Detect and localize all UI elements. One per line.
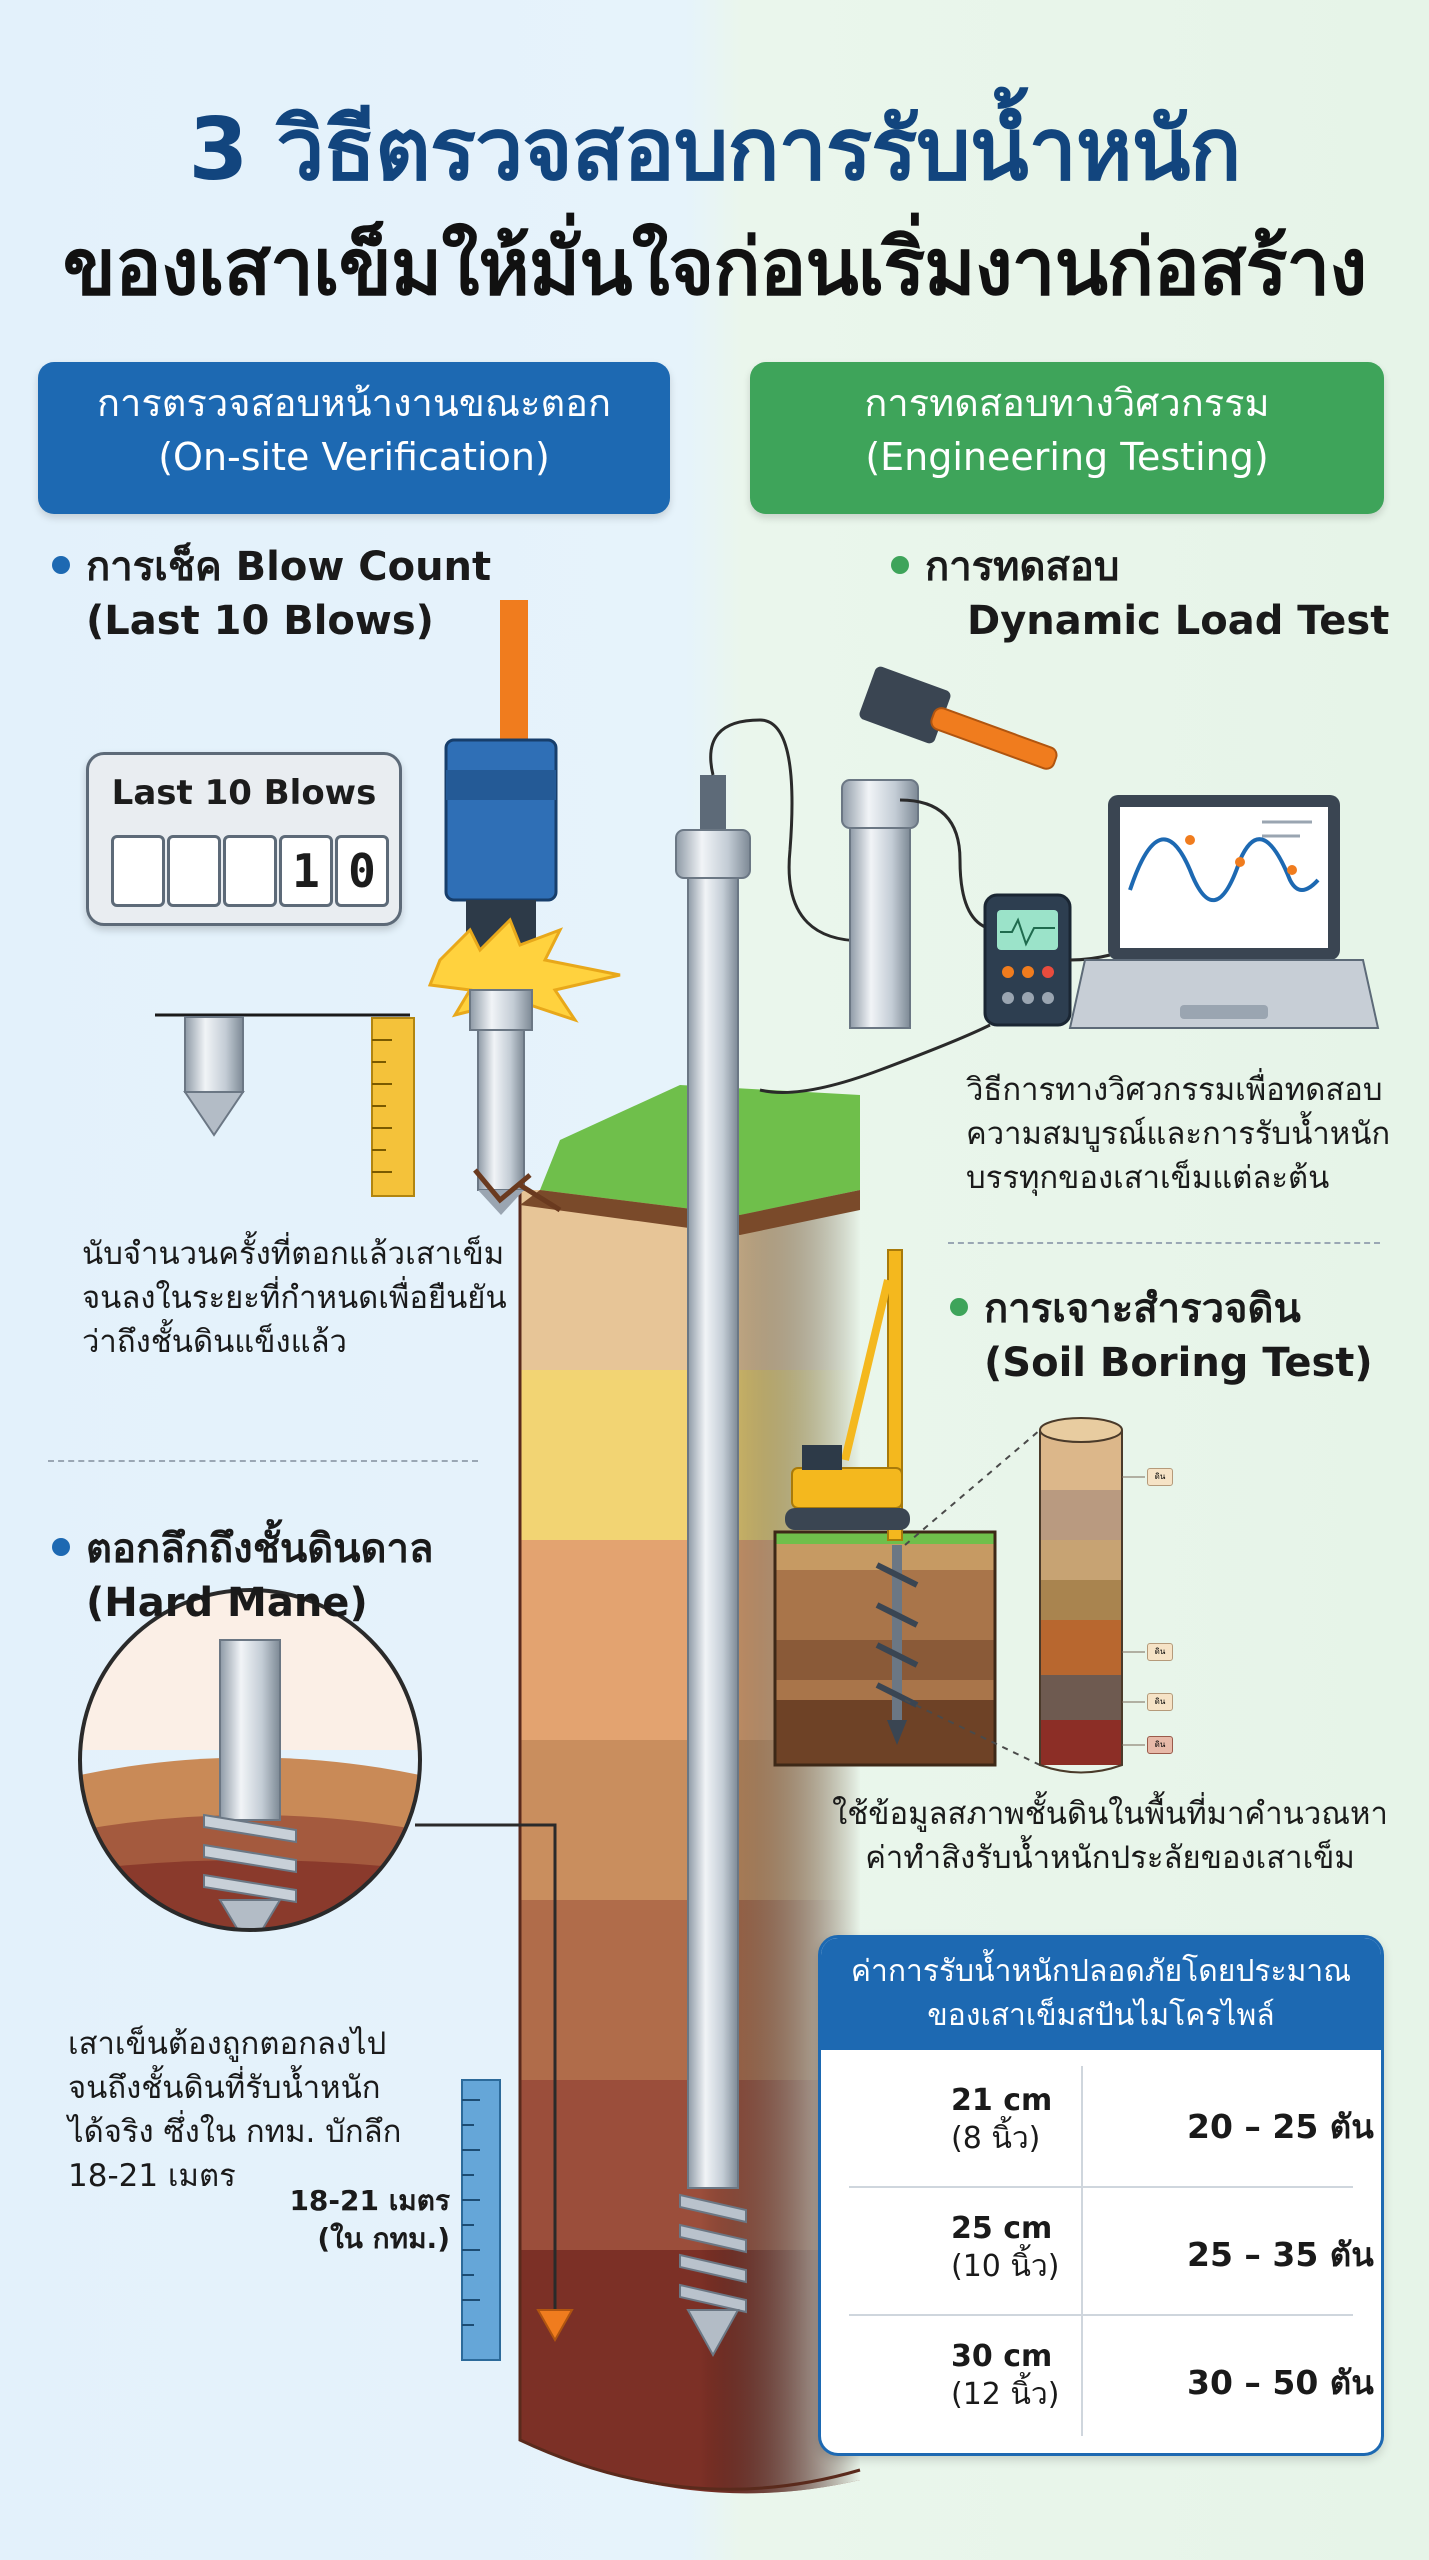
- row-separator: [849, 2314, 1353, 2316]
- pile-size-inch: (8 นิ้ว): [951, 2121, 1041, 2156]
- dynamic-test-description: วิธีการทางวิศวกรรมเพื่อทดสอบ ความสมบูรณ์…: [966, 1068, 1390, 1200]
- soil-boring-rig: [773, 1249, 1145, 1774]
- left-section-banner: การตรวจสอบหน้างานขณะตอก (On-site Verific…: [38, 362, 670, 514]
- blow-counter-label: Last 10 Blows: [111, 773, 377, 813]
- hard-layer-desc-line: เสาเข็นต้องถูกตอกลงไป: [68, 2026, 387, 2062]
- hard-layer-heading-line2: (Hard Mane): [86, 1580, 368, 1626]
- soil-boring-heading-line2: (Soil Boring Test): [984, 1340, 1373, 1386]
- blow-counter-display: Last 10 Blows 1 0: [86, 752, 402, 926]
- left-pile: [427, 600, 621, 1215]
- dynamic-test-heading-line1: การทดสอบ: [925, 544, 1120, 590]
- right-banner-line1: การทดสอบทางวิศวกรรม: [864, 381, 1270, 425]
- pile-load: 25 – 35 ตัน: [1187, 2235, 1374, 2274]
- soil-boring-desc-line: ใช้ข้อมูลสภาพชั้นดินในพื้นที่มาคำนวณหา: [832, 1796, 1388, 1832]
- blow-digit-3: [223, 835, 277, 907]
- blow-count-desc-line: ว่าถึงชั้นดินแข็งแล้ว: [82, 1324, 347, 1360]
- left-divider: [48, 1460, 478, 1462]
- hard-layer-heading: ตอกลึกถึงชั้นดินดาล (Hard Mane): [52, 1522, 433, 1630]
- right-banner-line2: (Engineering Testing): [865, 435, 1269, 479]
- table-header: ค่าการรับน้ำหนักปลอดภัยโดยประมาณ ของเสาเ…: [821, 1938, 1381, 2050]
- load-capacity-table: ค่าการรับน้ำหนักปลอดภัยโดยประมาณ ของเสาเ…: [818, 1935, 1384, 2456]
- table-column-divider: [1081, 2066, 1083, 2436]
- soil-boring-desc-line: ค่าทำสิงรับน้ำหนักประลัยของเสาเข็ม: [865, 1840, 1355, 1876]
- bullet-dot: [52, 1538, 70, 1556]
- dynamic-test-heading-line2: Dynamic Load Test: [967, 598, 1390, 644]
- blow-digit-5: 0: [335, 835, 389, 907]
- left-banner-line1: การตรวจสอบหน้างานขณะตอก: [97, 381, 611, 425]
- pile-size-cm: 30 cm: [951, 2339, 1053, 2374]
- blow-count-heading-line2: (Last 10 Blows): [86, 598, 434, 644]
- bullet-dot: [891, 556, 909, 574]
- soil-boring-description: ใช้ข้อมูลสภาพชั้นดินในพื้นที่มาคำนวณหา ค…: [830, 1792, 1390, 1880]
- hard-layer-description: เสาเข็นต้องถูกตอกลงไป จนถึงชั้นดินที่รับ…: [68, 2022, 401, 2198]
- pile-size-cm: 21 cm: [951, 2083, 1053, 2118]
- soil-boring-heading-line1: การเจาะสำรวจดิน: [984, 1286, 1301, 1332]
- core-tag: ดิน: [1147, 1468, 1173, 1486]
- pile-load: 30 – 50 ตัน: [1187, 2363, 1374, 2402]
- blow-digit-4: 1: [279, 835, 333, 907]
- dynamic-load-equipment: [759, 666, 1380, 1094]
- hard-layer-desc-line: จนถึงชั้นดินที่รับน้ำหนัก: [68, 2070, 381, 2106]
- penetration-guide: [155, 1013, 415, 1197]
- page-title-line1: 3 วิธีตรวจสอบการรับน้ำหนัก: [188, 100, 1242, 200]
- pile-size: 21 cm (8 นิ้ว): [951, 2082, 1052, 2158]
- table-header-line2: ของเสาเข็มสปันไมโครไพล์: [927, 1998, 1275, 2033]
- dynamic-test-desc-line: ความสมบูรณ์และการรับน้ำหนัก: [966, 1116, 1391, 1152]
- core-tag: ดิน: [1147, 1693, 1173, 1711]
- hard-layer-desc-line: 18-21 เมตร: [68, 2158, 236, 2194]
- table-row: 30 cm (12 นิ้ว) 30 – 50 ตัน: [821, 2314, 1381, 2442]
- dynamic-test-desc-line: บรรทุกของเสาเข็มแต่ละต้น: [966, 1160, 1330, 1196]
- dynamic-test-heading: การทดสอบ Dynamic Load Test: [891, 540, 1390, 648]
- table-header-line1: ค่าการรับน้ำหนักปลอดภัยโดยประมาณ: [850, 1954, 1352, 1989]
- pile-size: 25 cm (10 นิ้ว): [951, 2210, 1059, 2286]
- depth-label: 18-21 เมตร (ใน กทม.): [240, 2182, 450, 2258]
- right-section-banner: การทดสอบทางวิศวกรรม (Engineering Testing…: [750, 362, 1384, 514]
- left-banner-line2: (On-site Verification): [158, 435, 550, 479]
- page-title-line2: ของเสาเข็มให้มั่นใจก่อนเริ่มงานก่อสร้าง: [62, 223, 1368, 313]
- core-tag: ดิน: [1147, 1736, 1173, 1754]
- soil-boring-heading: การเจาะสำรวจดิน (Soil Boring Test): [950, 1282, 1373, 1390]
- bullet-dot: [52, 556, 70, 574]
- pile-size-inch: (10 นิ้ว): [951, 2249, 1060, 2284]
- pile-load: 20 – 25 ตัน: [1187, 2107, 1374, 2146]
- blow-count-desc-line: นับจำนวนครั้งที่ตอกแล้วเสาเข็ม: [82, 1236, 505, 1272]
- hard-layer-desc-line: ได้จริง ซึ่งใน กทม. บักลึก: [68, 2114, 402, 2150]
- dynamic-test-desc-line: วิธีการทางวิศวกรรมเพื่อทดสอบ: [966, 1072, 1383, 1108]
- depth-ruler: [461, 2079, 501, 2361]
- core-tag: ดิน: [1147, 1643, 1173, 1661]
- pile-size: 30 cm (12 นิ้ว): [951, 2338, 1059, 2414]
- blow-count-description: นับจำนวนครั้งที่ตอกแล้วเสาเข็ม จนลงในระย…: [82, 1232, 507, 1364]
- pile-size-inch: (12 นิ้ว): [951, 2377, 1060, 2412]
- blow-count-heading-line1: การเช็ค Blow Count: [86, 544, 492, 590]
- main-pile: [675, 718, 881, 2358]
- hard-layer-heading-line1: ตอกลึกถึงชั้นดินดาล: [86, 1526, 434, 1572]
- depth-label-line2: (ใน กทม.): [317, 2222, 450, 2255]
- table-row: 21 cm (8 นิ้ว) 20 – 25 ตัน: [821, 2058, 1381, 2186]
- blow-digit-2: [167, 835, 221, 907]
- blow-digit-1: [111, 835, 165, 907]
- row-separator: [849, 2186, 1353, 2188]
- bullet-dot: [950, 1298, 968, 1316]
- depth-label-line1: 18-21 เมตร: [289, 2184, 450, 2217]
- blow-count-desc-line: จนลงในระยะที่กำหนดเพื่อยืนยัน: [82, 1280, 507, 1316]
- table-row: 25 cm (10 นิ้ว) 25 – 35 ตัน: [821, 2186, 1381, 2314]
- right-divider: [948, 1242, 1380, 1244]
- pile-size-cm: 25 cm: [951, 2211, 1053, 2246]
- blow-count-heading: การเช็ค Blow Count (Last 10 Blows): [52, 540, 491, 648]
